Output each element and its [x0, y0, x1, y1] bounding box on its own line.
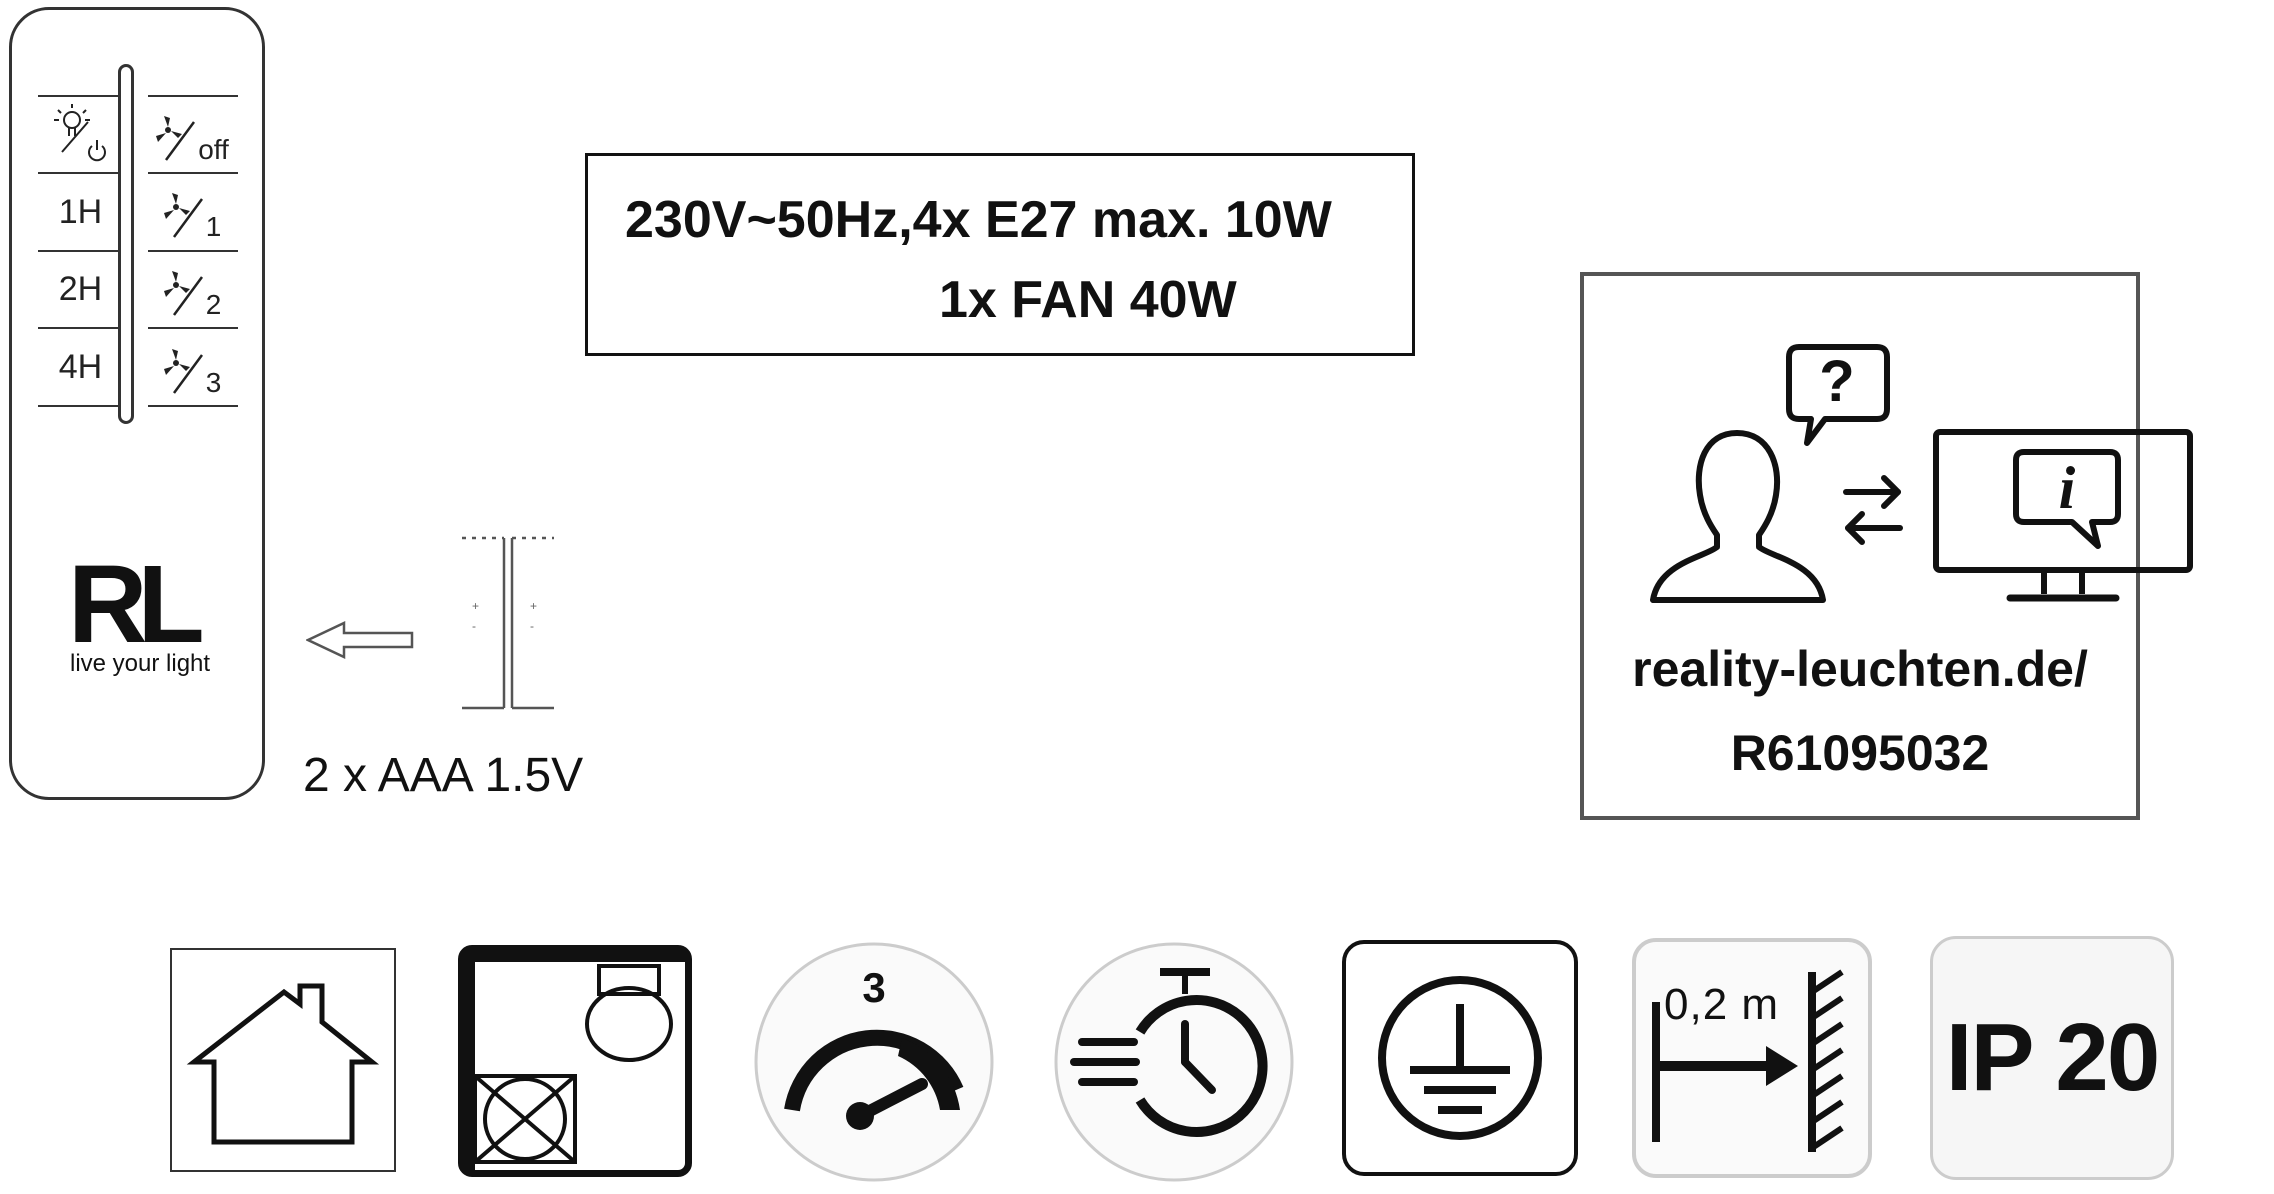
exchange-arrows-icon [1843, 475, 1903, 545]
fan-speed-label: 2 [205, 289, 222, 320]
remote-fan-1-button[interactable]: 1 [138, 181, 243, 241]
remote-grid-line [38, 172, 118, 174]
fan-icon [156, 116, 196, 161]
spec-line-fan: 1x FAN 40W [939, 271, 1237, 329]
remote-grid-line [148, 327, 238, 329]
remote-grid-line [38, 95, 118, 97]
brand-logo: RL [68, 543, 205, 666]
remote-fan-3-button[interactable]: 3 [138, 337, 243, 397]
remote-grid-line [148, 405, 238, 407]
battery-pair-icon: + - + - [462, 536, 554, 710]
remote-timer-1h-button[interactable]: 1H [58, 193, 103, 231]
min-distance-icon: 0,2 m [1632, 938, 1872, 1178]
info-url-line2: R61095032 [1730, 725, 1990, 781]
timer-icon [1052, 940, 1296, 1184]
info-url-line1[interactable]: reality-leuchten.de/ [1632, 641, 2088, 697]
remote-fan-2-button[interactable]: 2 [138, 259, 243, 319]
fan-icon [163, 349, 203, 394]
protective-earth-icon [1342, 940, 1578, 1176]
remote-timer-2h-button[interactable]: 2H [58, 270, 103, 308]
remote-grid-line [148, 250, 238, 252]
remote-grid-line [148, 95, 238, 97]
svg-text:-: - [530, 619, 534, 633]
remote-grid-line [38, 327, 118, 329]
fan-icon [163, 193, 203, 238]
brand-tagline: live your light [70, 650, 211, 677]
arrow-left-icon [306, 621, 414, 659]
spec-line-power: 230V~50Hz,4x E27 max. 10W [625, 191, 1332, 249]
remote-timer-4h-button[interactable]: 4H [58, 348, 103, 386]
remote-grid-line [38, 405, 118, 407]
svg-text:+: + [472, 599, 479, 613]
fan-speed-label: 3 [205, 367, 222, 398]
remote-fan-off-button[interactable]: off [138, 104, 243, 164]
fan-speed-label: off [198, 134, 229, 165]
info-letter: i [2058, 455, 2076, 521]
remote-control [9, 7, 265, 800]
question-mark: ? [1819, 349, 1855, 414]
remote-grid-line [38, 250, 118, 252]
light-power-icon [54, 104, 106, 162]
person-icon [1650, 430, 1826, 603]
question-bubble-icon: ? [1785, 343, 1893, 447]
electrical-spec-box [585, 153, 1415, 356]
fan-icon [163, 271, 203, 316]
ip-rating-label: IP 20 [1945, 1004, 2160, 1111]
ip20-icon: IP 20 [1930, 936, 2174, 1180]
svg-text:-: - [472, 619, 476, 633]
not-for-insulated-ceiling-icon [458, 945, 692, 1177]
distance-label: 0,2 m [1664, 980, 1780, 1029]
indoor-house-icon [170, 948, 396, 1172]
svg-text:+: + [530, 599, 537, 613]
remote-grid-line [148, 172, 238, 174]
monitor-info-icon: i [1932, 428, 2194, 606]
three-speed-icon: 3 [752, 940, 996, 1184]
info-box [1580, 272, 2140, 820]
remote-slot [118, 64, 134, 424]
fan-speed-label: 1 [205, 211, 222, 242]
remote-light-power-button[interactable] [50, 102, 110, 171]
battery-spec-label: 2 x AAA 1.5V [303, 749, 584, 802]
speed-count-label: 3 [862, 964, 886, 1011]
